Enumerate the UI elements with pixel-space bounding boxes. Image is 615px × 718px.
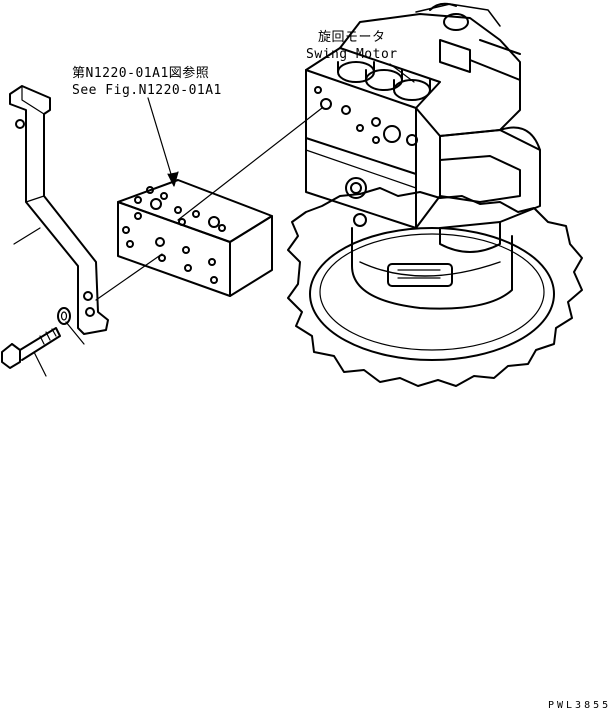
leader-reference [147,97,175,185]
gear-ring-outer [287,187,583,387]
leader-manifold-bracket [95,253,163,301]
manifold-block-drawing [117,179,273,297]
motor-main-block [305,69,417,229]
leader-motor-label [389,63,415,83]
figure-code: PWL3855 [548,700,612,711]
washer-drawing [57,307,71,325]
leader-washer [65,321,85,345]
reference-label-jp: 第N1220-01A1図参照 [72,66,210,81]
swing-motor-drawing [287,2,583,387]
bracket-drawing [9,85,109,335]
leader-lines [13,63,415,377]
reference-label-en: See Fig.N1220-01A1 [72,83,222,98]
leader-bolt [33,351,47,377]
bolt-drawing [1,327,61,369]
gear-ring-inner [309,227,555,361]
leader-manifold-motor [177,107,323,221]
top-port [443,13,469,31]
leader-bracket [13,227,41,245]
motor-label-en: Swing Motor [306,47,398,62]
motor-label-jp: 旋回モータ [318,30,386,45]
